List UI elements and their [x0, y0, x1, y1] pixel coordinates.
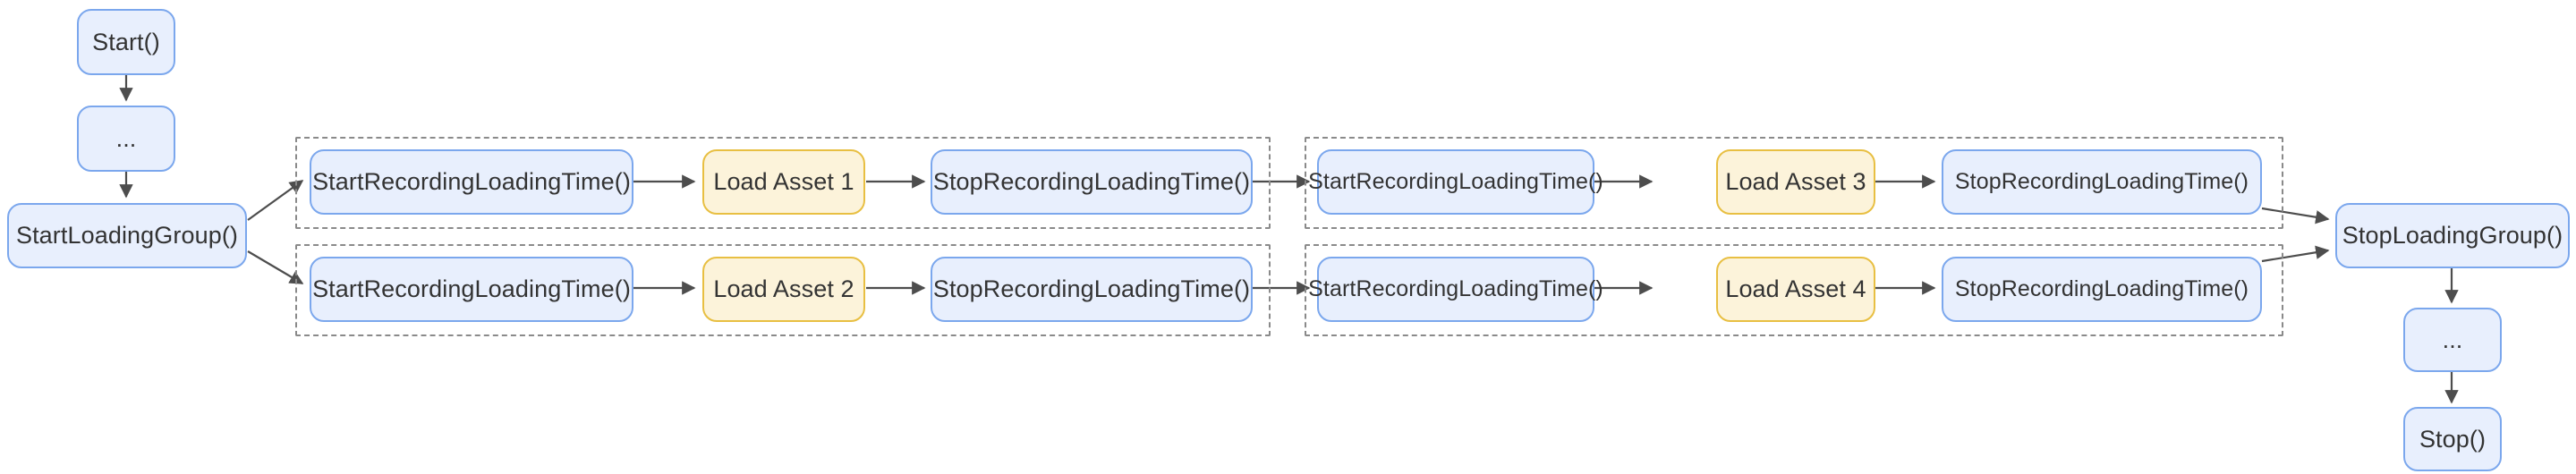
- node-g1r2-start-recording[interactable]: StartRecordingLoadingTime(): [310, 257, 633, 322]
- node-start-loading-group[interactable]: StartLoadingGroup(): [7, 203, 247, 268]
- node-ellipsis-top[interactable]: ...: [77, 106, 175, 172]
- node-stop-label: Stop(): [2419, 425, 2487, 453]
- node-start[interactable]: Start(): [77, 9, 175, 75]
- node-g1r2-load-asset[interactable]: Load Asset 2: [702, 257, 865, 322]
- node-g1r1-start-recording[interactable]: StartRecordingLoadingTime(): [310, 149, 633, 215]
- node-g2r1-load-asset-label: Load Asset 3: [1725, 168, 1866, 195]
- node-ellipsis-bottom[interactable]: ...: [2403, 308, 2502, 372]
- node-g1r1-start-recording-label: StartRecordingLoadingTime(): [312, 168, 631, 195]
- node-stop[interactable]: Stop(): [2403, 407, 2502, 471]
- edge-startloadinggroup-to-row1: [247, 180, 304, 221]
- node-ellipsis-top-label: ...: [115, 124, 137, 152]
- node-g2r2-stop-recording-label: StopRecordingLoadingTime(): [1954, 276, 2249, 301]
- node-g2r1-stop-recording[interactable]: StopRecordingLoadingTime(): [1942, 149, 2262, 215]
- node-g1r2-load-asset-label: Load Asset 2: [713, 275, 854, 302]
- node-g1r1-stop-recording-label: StopRecordingLoadingTime(): [932, 168, 1251, 195]
- edge-startloadinggroup-to-row2: [247, 250, 304, 284]
- node-g2r2-start-recording-label: StartRecordingLoadingTime(): [1308, 276, 1603, 301]
- node-g1r2-start-recording-label: StartRecordingLoadingTime(): [312, 275, 631, 302]
- node-g1r2-stop-recording-label: StopRecordingLoadingTime(): [932, 275, 1251, 302]
- node-g2r1-start-recording[interactable]: StartRecordingLoadingTime(): [1308, 149, 1603, 215]
- node-start-loading-group-label: StartLoadingGroup(): [15, 222, 239, 249]
- node-g2r2-stop-recording[interactable]: StopRecordingLoadingTime(): [1942, 257, 2262, 322]
- node-g1r1-load-asset[interactable]: Load Asset 1: [702, 149, 865, 215]
- node-g2r2-load-asset-label: Load Asset 4: [1725, 275, 1866, 302]
- node-stop-loading-group[interactable]: StopLoadingGroup(): [2335, 203, 2570, 268]
- node-start-label: Start(): [92, 28, 160, 55]
- node-g2r1-start-recording-label: StartRecordingLoadingTime(): [1308, 169, 1603, 194]
- group-1-row-2-container: [295, 244, 1271, 336]
- node-g1r1-load-asset-label: Load Asset 1: [713, 168, 854, 195]
- node-g1r2-stop-recording[interactable]: StopRecordingLoadingTime(): [931, 257, 1253, 322]
- node-stop-loading-group-label: StopLoadingGroup(): [2342, 222, 2563, 249]
- node-g1r1-stop-recording[interactable]: StopRecordingLoadingTime(): [931, 149, 1253, 215]
- node-ellipsis-bottom-label: ...: [2442, 326, 2463, 353]
- node-g2r2-start-recording[interactable]: StartRecordingLoadingTime(): [1308, 257, 1603, 322]
- node-g2r1-load-asset[interactable]: Load Asset 3: [1716, 149, 1875, 215]
- node-g2r2-load-asset[interactable]: Load Asset 4: [1716, 257, 1875, 322]
- node-g2r1-stop-recording-label: StopRecordingLoadingTime(): [1954, 169, 2249, 194]
